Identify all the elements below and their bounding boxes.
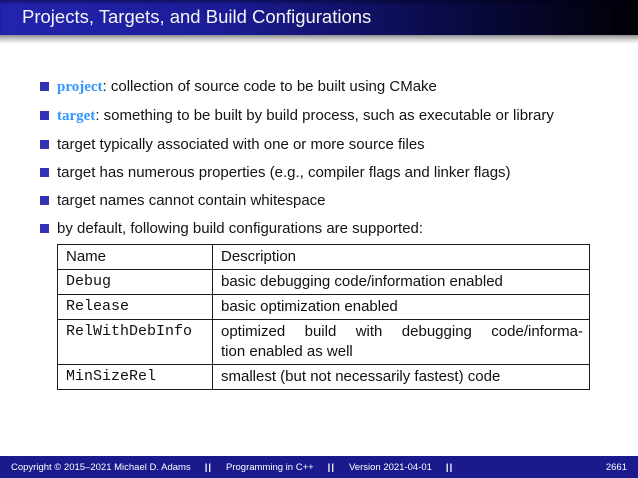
bullet-square-icon: [40, 224, 49, 233]
config-description: basic debugging code/information enabled: [212, 269, 590, 295]
column-header-description: Description: [212, 244, 590, 270]
bullet-text: target has numerous properties (e.g., co…: [57, 164, 511, 181]
title-shadow: [0, 35, 638, 44]
keyword: project: [57, 79, 103, 95]
keyword: target: [57, 108, 96, 124]
config-name: MinSizeRel: [57, 364, 213, 390]
footer-page-number: 2661: [605, 461, 627, 473]
bullet-square-icon: [40, 168, 49, 177]
bullet-text: target names cannot contain whitespace: [57, 192, 326, 209]
description-line: basic debugging code/information enabled: [221, 273, 503, 290]
list-item: target names cannot contain whitespace: [40, 188, 597, 213]
footer-separator: ||: [204, 461, 213, 473]
footer-course: Programming in C++: [226, 461, 314, 473]
config-description: optimized build with debugging code/info…: [212, 319, 590, 365]
config-description: smallest (but not necessarily fastest) c…: [212, 364, 590, 390]
frame-title-text: Projects, Targets, and Build Configurati…: [22, 6, 372, 27]
config-name: RelWithDebInfo: [57, 319, 213, 365]
description-line: tion enabled as well: [221, 343, 353, 360]
description-line: optimized build with debugging code/info…: [221, 323, 583, 340]
description-line: smallest (but not necessarily fastest) c…: [221, 368, 501, 385]
bullet-text: target typically associated with one or …: [57, 136, 425, 153]
column-header-name: Name: [57, 244, 213, 270]
list-item: target has numerous properties (e.g., co…: [40, 160, 597, 185]
config-description: basic optimization enabled: [212, 294, 590, 320]
table-row: Release basic optimization enabled: [57, 294, 590, 320]
list-item: project: collection of source code to be…: [40, 74, 597, 100]
table-row: Debug basic debugging code/information e…: [57, 269, 590, 295]
description-line: basic optimization enabled: [221, 298, 398, 315]
bullet-text: by default, following build configuratio…: [57, 220, 424, 237]
table-row: RelWithDebInfo optimized build with debu…: [57, 319, 590, 365]
list-item: by default, following build configuratio…: [40, 216, 597, 241]
config-name: Debug: [57, 269, 213, 295]
table-row: MinSizeRel smallest (but not necessarily…: [57, 364, 590, 390]
bullet-square-icon: [40, 196, 49, 205]
bullet-text: : collection of source code to be built …: [102, 78, 437, 95]
footer-bar: Copyright © 2015–2021 Michael D. Adams |…: [0, 456, 638, 478]
footer-separator: ||: [445, 461, 454, 473]
slide-body: project: collection of source code to be…: [40, 74, 597, 390]
list-item: target typically associated with one or …: [40, 132, 597, 157]
footer-version: Version 2021-04-01: [349, 461, 432, 473]
bullet-list: project: collection of source code to be…: [40, 74, 597, 241]
frame-title: Projects, Targets, and Build Configurati…: [0, 0, 638, 35]
footer-separator: ||: [327, 461, 335, 473]
list-item: target: something to be built by build p…: [40, 103, 597, 129]
bullet-square-icon: [40, 82, 49, 91]
build-configurations-table: Name Description Debug basic debugging c…: [57, 244, 590, 390]
footer-copyright: Copyright © 2015–2021 Michael D. Adams: [11, 461, 191, 473]
table-header-row: Name Description: [57, 244, 590, 270]
config-name: Release: [57, 294, 213, 320]
bullet-text: : something to be built by build process…: [95, 107, 554, 124]
bullet-square-icon: [40, 140, 49, 149]
bullet-square-icon: [40, 111, 49, 120]
